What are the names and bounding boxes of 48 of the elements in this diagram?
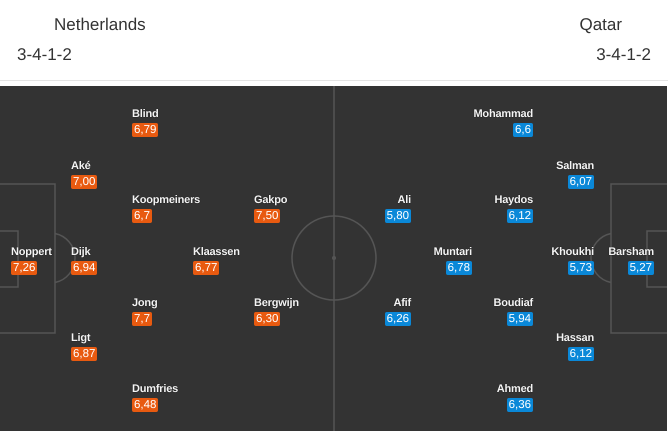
rating-badge: 7,00 [71,175,98,189]
rating-badge: 5,73 [568,261,594,275]
player-name: Haydos [494,193,533,207]
rating-badge: 5,80 [384,209,411,223]
player-name: Afif [393,296,411,310]
player-name: Ahmed [496,382,533,396]
player-name: Boudiaf [493,296,533,310]
player-name: Bergwijn [254,296,299,310]
player-name: Klaassen [193,245,240,259]
rating-badge: 6,36 [506,398,533,412]
rating-badge: 6,77 [193,261,220,275]
rating-badge: 6,12 [568,347,594,361]
player-name: Aké [71,159,91,173]
player-name: Jong [132,296,158,310]
rating-badge: 6,79 [132,123,158,137]
player-name: Dumfries [132,382,178,396]
rating-badge: 6,48 [132,398,158,412]
player-name: Hassan [556,331,594,345]
rating-badge: 6,07 [568,175,594,189]
team-name: Netherlands [54,15,146,35]
player-name: Muntari [434,245,472,259]
rating-badge: 6,78 [446,261,472,275]
player-name: Mohammad [473,107,533,121]
player-name: Ali [398,193,411,207]
player-name: Noppert [11,245,52,259]
rating-badge: 7,7 [132,312,152,326]
rating-badge: 5,94 [506,312,533,326]
rating-badge: 5,27 [628,261,654,275]
rating-badge: 6,30 [254,312,280,326]
rating-badge: 7,50 [254,209,280,223]
rating-badge: 7,26 [11,261,38,275]
team-name: Qatar [579,15,622,35]
player-name: Salman [556,159,594,173]
rating-badge: 6,6 [513,123,533,137]
rating-badge: 6,26 [384,312,411,326]
rating-badge: 6,94 [71,261,98,275]
rating-badge: 6,12 [506,209,533,223]
rating-badge: 6,87 [71,347,98,361]
rating-badge: 6,7 [132,209,152,223]
player-name: Koopmeiners [132,193,200,207]
player-name: Ligt [71,331,90,345]
formation: 3-4-1-2 [17,45,72,65]
formation: 3-4-1-2 [596,45,651,65]
player-name: Dijk [71,245,90,259]
player-name: Khoukhi [551,245,594,259]
player-name: Barsham [608,245,654,259]
player-name: Gakpo [254,193,288,207]
player-name: Blind [132,107,158,121]
